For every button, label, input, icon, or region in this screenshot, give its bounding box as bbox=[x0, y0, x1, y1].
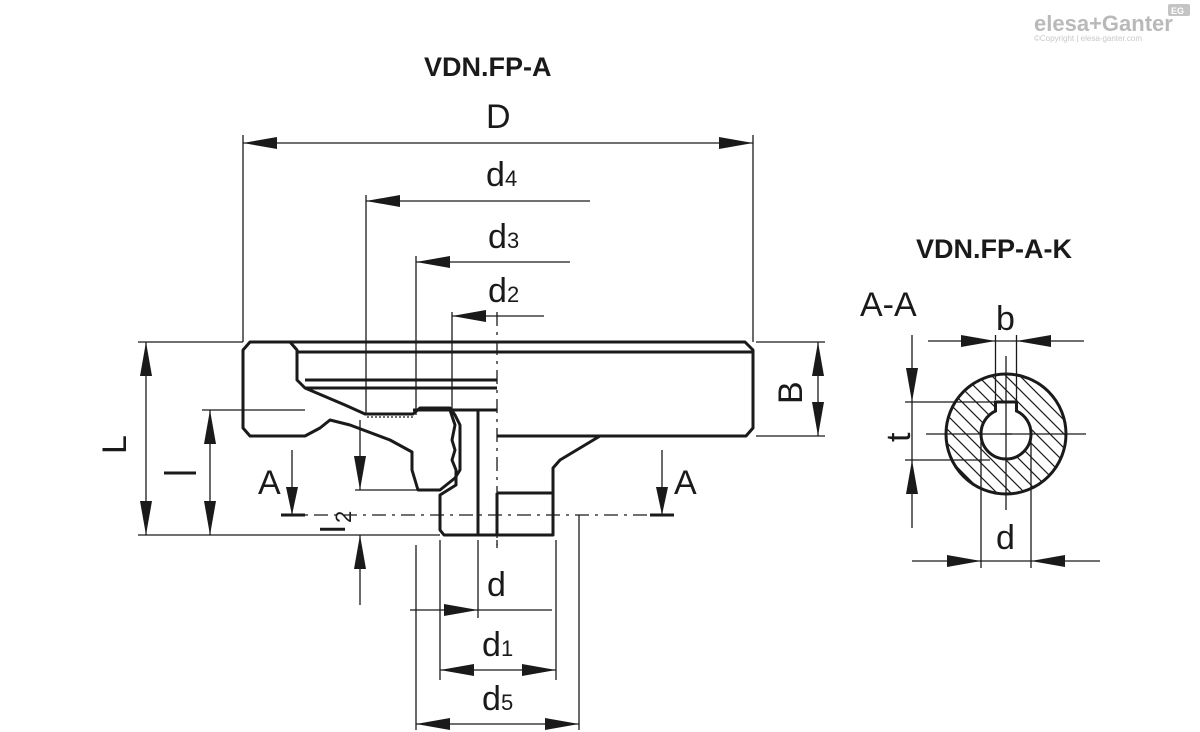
label-d1: d bbox=[482, 626, 501, 664]
dimension-d5: d 5 bbox=[416, 680, 579, 730]
dimension-L: L bbox=[96, 341, 440, 536]
logo-badge-text: EG bbox=[1171, 6, 1184, 16]
label-d3-sub: 3 bbox=[507, 228, 519, 253]
brand-logo: EG elesa+Ganter ©Copyright | elesa-gante… bbox=[1034, 4, 1190, 43]
logo-brand-text: elesa+Ganter bbox=[1034, 11, 1173, 36]
label-d: d bbox=[487, 566, 506, 604]
label-d5: d bbox=[482, 680, 501, 718]
label-d4-sub: 4 bbox=[505, 166, 517, 191]
label-l2-sub: 2 bbox=[331, 511, 356, 523]
label-d5-sub: 5 bbox=[501, 690, 513, 715]
dimension-l2: l 2 bbox=[315, 420, 418, 605]
eg-badge-icon bbox=[1168, 4, 1190, 16]
main-view: D d 4 d 3 d 2 bbox=[96, 98, 825, 730]
dimension-d4: d 4 bbox=[366, 156, 590, 207]
label-d4: d bbox=[486, 156, 505, 194]
dimension-D: D bbox=[243, 98, 753, 149]
dimension-d3: d 3 bbox=[416, 218, 570, 268]
label-b: b bbox=[996, 300, 1015, 338]
label-d3: d bbox=[488, 218, 507, 256]
section-view-label: A-A bbox=[860, 286, 917, 324]
label-d2-sub: 2 bbox=[507, 282, 519, 307]
dimension-b: b bbox=[928, 300, 1084, 400]
dimension-t: t bbox=[880, 335, 995, 528]
logo-copyright: ©Copyright | elesa-ganter.com bbox=[1034, 34, 1142, 43]
label-d2: d bbox=[488, 272, 507, 310]
dimension-d1: d 1 bbox=[440, 626, 556, 676]
label-L: L bbox=[96, 435, 134, 454]
dimension-section-d: d bbox=[912, 434, 1100, 568]
main-view-title: VDN.FP-A bbox=[424, 52, 552, 82]
section-view-title: VDN.FP-A-K bbox=[916, 234, 1072, 264]
dimension-l: l bbox=[164, 409, 305, 535]
section-mark-left: A bbox=[258, 450, 305, 517]
label-d1-sub: 1 bbox=[501, 636, 513, 661]
section-view: A-A b t bbox=[860, 286, 1100, 568]
dimension-B: B bbox=[756, 341, 825, 437]
dimension-d2: d 2 bbox=[452, 272, 544, 322]
label-B: B bbox=[772, 381, 810, 404]
section-label-left: A bbox=[258, 464, 281, 502]
label-D: D bbox=[486, 98, 511, 136]
label-t: t bbox=[880, 432, 918, 442]
label-l2: l bbox=[315, 525, 353, 533]
section-label-right: A bbox=[674, 464, 697, 502]
dimension-d: d bbox=[410, 566, 552, 616]
section-mark-right: A bbox=[650, 450, 697, 517]
label-section-d: d bbox=[996, 519, 1015, 557]
